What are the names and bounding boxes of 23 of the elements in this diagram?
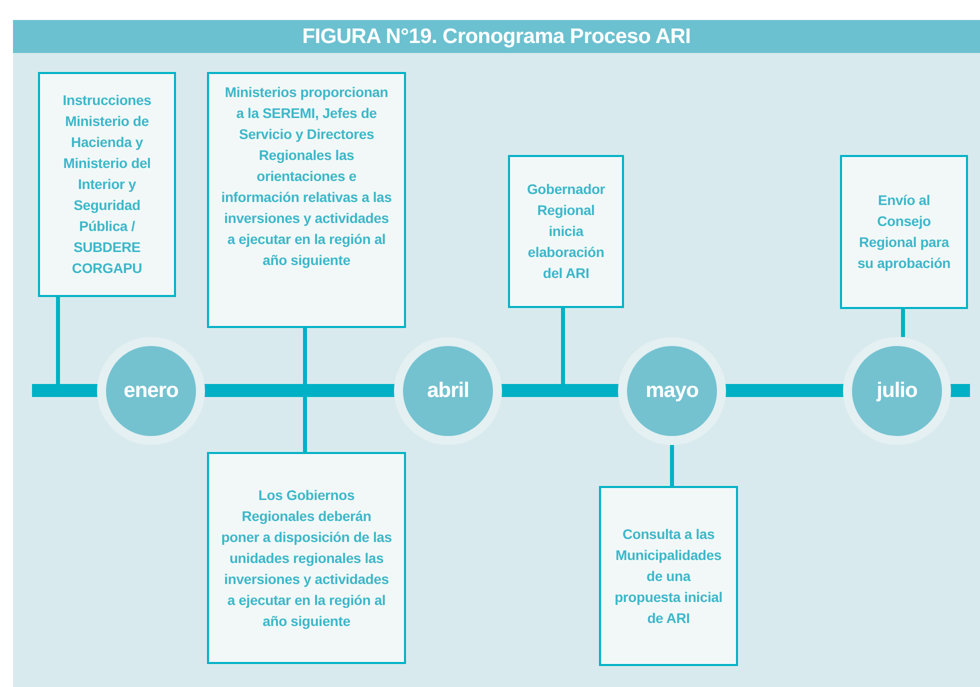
connector-line bbox=[303, 397, 307, 452]
text-box bbox=[599, 486, 738, 666]
text-box bbox=[840, 155, 968, 309]
month-label: julio bbox=[876, 379, 918, 403]
month-label: enero bbox=[124, 379, 178, 403]
month-label: mayo bbox=[646, 379, 698, 403]
text-box bbox=[508, 155, 624, 308]
text-box bbox=[207, 72, 406, 328]
box-text: Los Gobiernos Regionales deberán poner a disposición de las unidades regionales las inversiones y actividades a ejecutar en la región al año siguiente bbox=[221, 486, 392, 631]
month-label: abril bbox=[427, 379, 469, 403]
box-text: Instrucciones Ministerio de Hacienda y Ministerio del Interior y Seguridad Pública / SUBDERE CORGAPU bbox=[62, 91, 152, 278]
connector-line bbox=[561, 308, 565, 384]
text-box bbox=[38, 72, 176, 297]
title: FIGURA N°19. Cronograma Proceso ARI bbox=[302, 24, 691, 48]
box-text: Consulta a las Municipalidades de una propuesta inicial de ARI bbox=[614, 524, 724, 628]
text-box bbox=[207, 452, 406, 664]
connector-line bbox=[901, 309, 905, 337]
connector-line bbox=[670, 445, 674, 486]
box-text: Envío al Consejo Regional para su aprobación bbox=[856, 191, 952, 273]
connector-line bbox=[303, 328, 307, 384]
box-text: Ministerios proporcionan a la SEREMI, Jefes de Servicio y Directores Regionales las orientaciones e información relativas a las inversiones y actividades a ejecutar en la región al año siguiente bbox=[221, 83, 392, 270]
box-text: Gobernador Regional inicia elaboración del ARI bbox=[526, 180, 606, 283]
connector-line bbox=[56, 297, 60, 384]
